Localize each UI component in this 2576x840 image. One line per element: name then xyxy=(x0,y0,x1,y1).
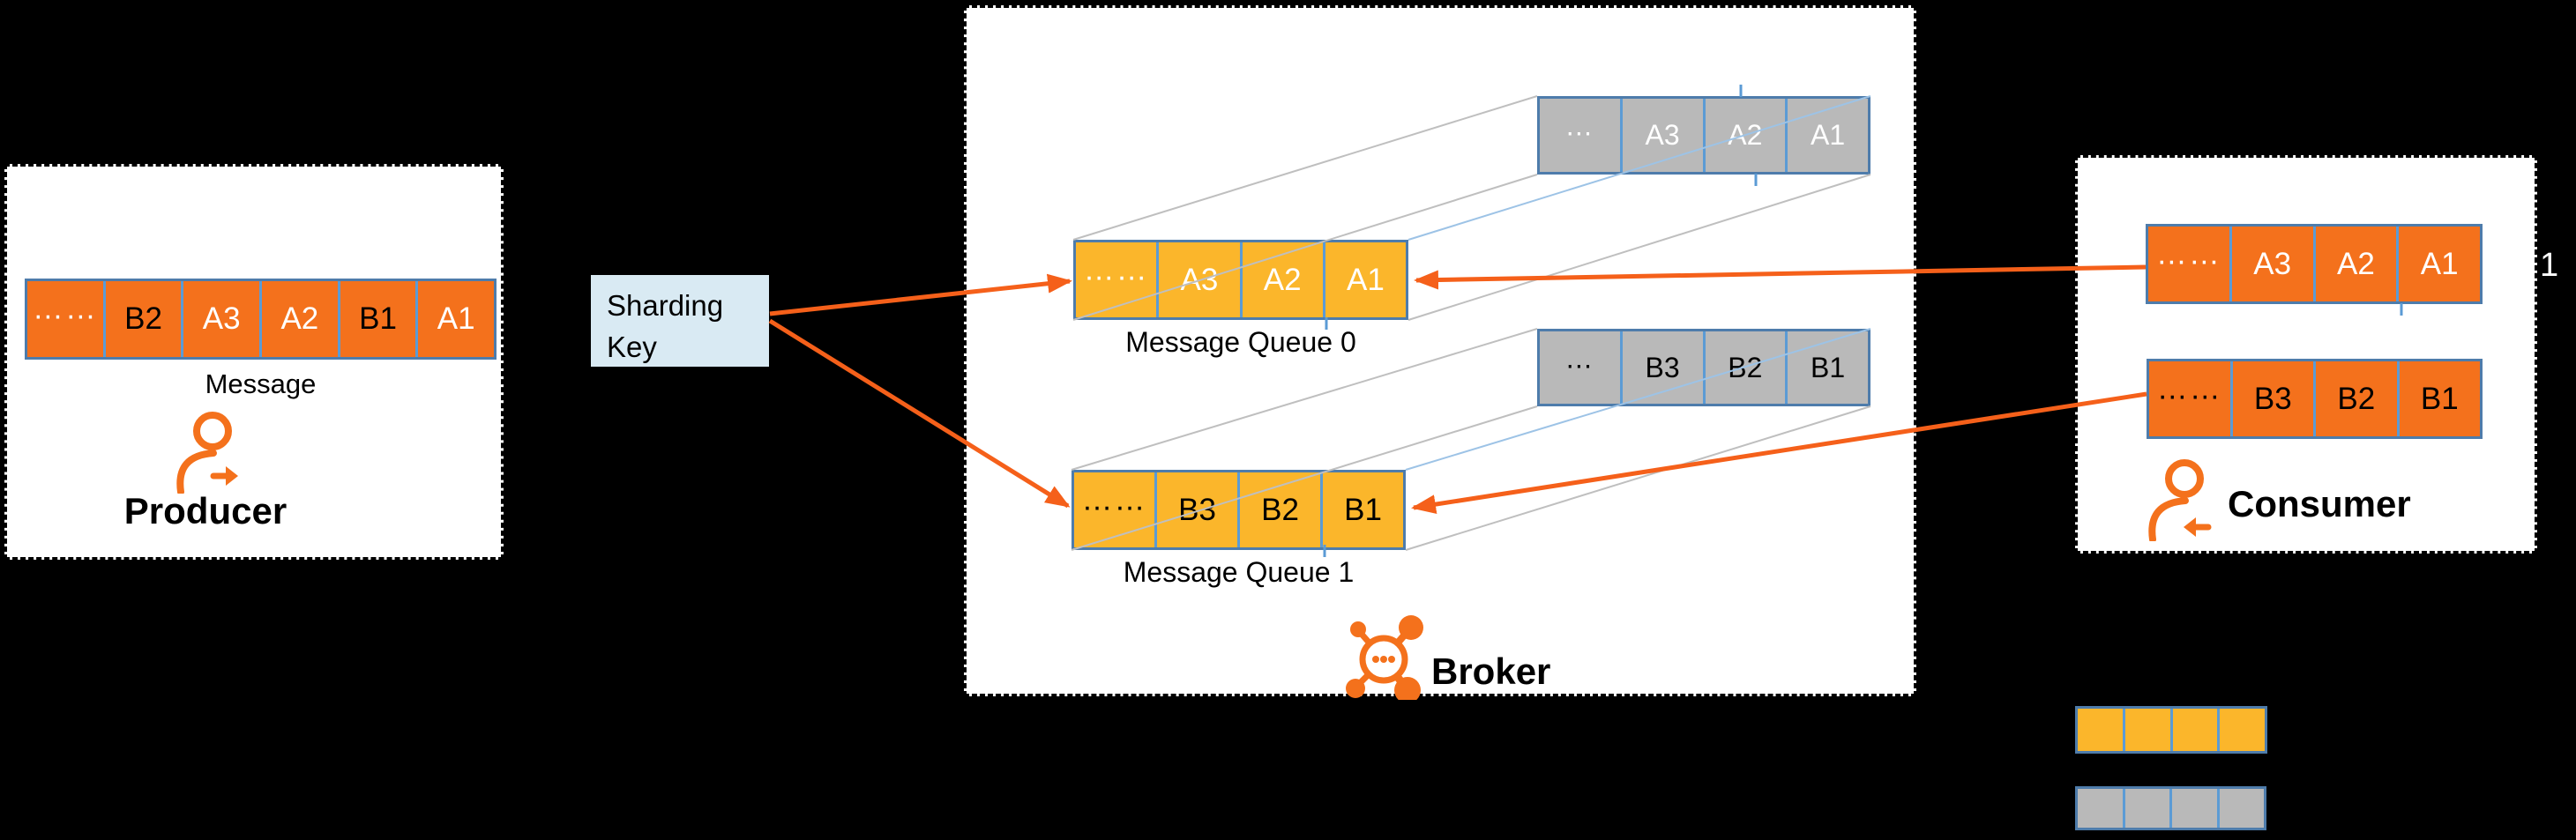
queue-cell: A1 xyxy=(1785,99,1868,172)
right-arrow-icon xyxy=(226,466,238,486)
queue-cell: A2 xyxy=(2312,227,2397,301)
message-queue-1-label: Message Queue 1 xyxy=(1123,556,1355,588)
queue-cell: … xyxy=(1564,109,1595,142)
queue-cell: …… xyxy=(1081,481,1147,517)
queue-cell xyxy=(2216,789,2265,828)
queue-cell: B2 xyxy=(1237,472,1320,547)
queue-cell xyxy=(2078,709,2123,751)
queue-cell xyxy=(2217,709,2265,751)
queue-cell: B1 xyxy=(1785,331,1868,404)
queue-cell xyxy=(2122,789,2170,828)
queue-cell: B3 xyxy=(2229,361,2314,436)
queue-cell: A2 xyxy=(1702,99,1786,172)
consumer-icon xyxy=(2148,459,2212,541)
queue-cell: …… xyxy=(32,291,98,326)
queue-cell: B2 xyxy=(102,281,182,357)
left-arrow-icon xyxy=(2184,517,2196,537)
producer-title: Producer xyxy=(123,490,287,532)
producer-message-caption: Message xyxy=(205,368,317,399)
queue-cell: A3 xyxy=(1156,242,1239,317)
queue-cell: …… xyxy=(2156,370,2222,405)
legend-replica-row xyxy=(2075,786,2266,830)
queue-cell: B1 xyxy=(1320,472,1403,547)
queue-cell xyxy=(2169,709,2218,751)
queue-cell: A2 xyxy=(259,281,338,357)
consumer-side-label: 1 xyxy=(2540,247,2559,284)
queue-cell: A3 xyxy=(2229,227,2313,301)
producer-panel xyxy=(4,164,504,560)
queue-cell: A3 xyxy=(1619,99,1703,172)
queue-cell: A1 xyxy=(415,281,494,357)
queue-cell: A3 xyxy=(181,281,259,357)
queue-cell: B2 xyxy=(2313,361,2397,436)
sharding-key-box: Sharding Key xyxy=(591,275,769,367)
producer-icon xyxy=(176,412,238,494)
queue-cell xyxy=(2122,709,2170,751)
message-queue-0-label: Message Queue 0 xyxy=(1125,326,1356,358)
queue-cell: A1 xyxy=(1322,242,1406,317)
consumer-title: Consumer xyxy=(2228,483,2411,524)
queue-cell: …… xyxy=(2155,235,2221,271)
queue-cell: B1 xyxy=(2396,361,2481,436)
queue-cell: B1 xyxy=(337,281,416,357)
queue-cell xyxy=(2078,789,2123,828)
broker-icon xyxy=(1346,615,1423,700)
consumer-panel xyxy=(2075,155,2537,554)
queue-cell: A2 xyxy=(1239,242,1323,317)
broker-title: Broker xyxy=(1431,650,1551,692)
legend-ordered-row xyxy=(2075,706,2267,754)
queue-cell: B3 xyxy=(1619,331,1703,404)
queue-cell: … xyxy=(1564,341,1595,374)
queue-cell: …… xyxy=(1083,251,1149,286)
queue-cell: B3 xyxy=(1154,472,1237,547)
queue-cell xyxy=(2169,789,2217,828)
queue-cell: A1 xyxy=(2396,227,2480,301)
queue-cell: B2 xyxy=(1702,331,1786,404)
